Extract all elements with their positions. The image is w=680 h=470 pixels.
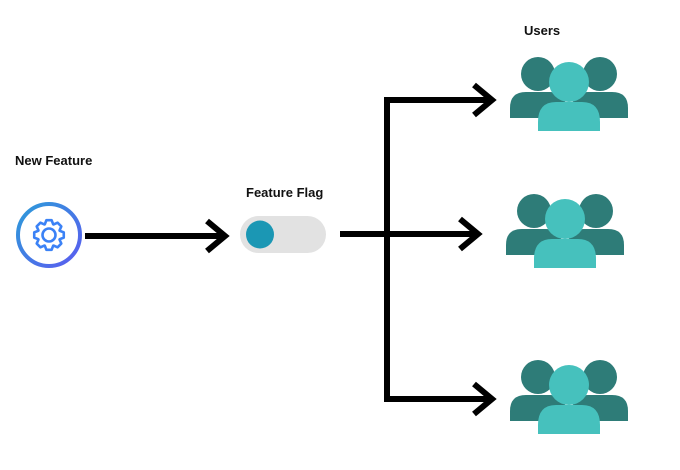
- toggle-switch[interactable]: [240, 216, 326, 253]
- new-feature-label: New Feature: [15, 153, 93, 168]
- toggle-knob: [246, 220, 274, 249]
- arrow-feature-to-flag: [85, 218, 230, 254]
- users-group-icon: [510, 57, 628, 131]
- arrow-flag-to-users: [340, 82, 497, 417]
- users-group-icon: [510, 360, 628, 434]
- gear-icon: [16, 202, 82, 268]
- users-group-icon: [506, 194, 624, 268]
- feature-flag-label: Feature Flag: [246, 185, 324, 200]
- users-label: Users: [524, 23, 561, 38]
